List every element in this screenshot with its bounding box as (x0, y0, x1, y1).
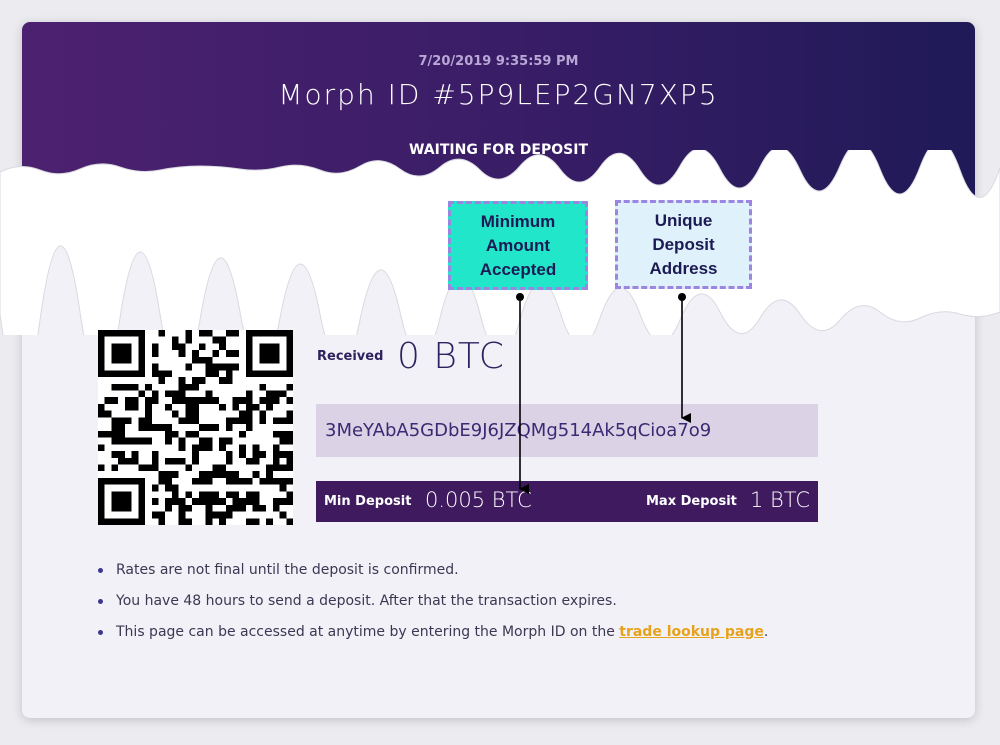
notes-list: Rates are not final until the deposit is… (98, 560, 898, 653)
note-text-suffix: . (763, 624, 769, 640)
list-item: Rates are not final until the deposit is… (98, 560, 898, 591)
received-label: Received (317, 349, 384, 364)
status-label: WAITING FOR DEPOSIT (408, 142, 588, 158)
callout-addr-line2: Deposit (652, 234, 715, 254)
callout-unique-address: Unique Deposit Address (615, 200, 752, 289)
max-deposit-label: Max Deposit (646, 494, 737, 509)
deposit-address[interactable]: 3MeYAbA5GDbE9J6JZQMg514Ak5qCioa7o9 (316, 404, 818, 457)
qr-code (98, 330, 293, 525)
callout-addr-line3: Address (649, 258, 718, 278)
bullet-icon (98, 599, 103, 604)
callout-addr-line1: Unique (654, 210, 713, 230)
trade-lookup-link[interactable]: trade lookup page (619, 624, 764, 640)
trade-timestamp: 7/20/2019 9:35:59 PM (418, 54, 579, 69)
min-deposit-value: 0.005 BTC (425, 488, 532, 512)
max-deposit-value: 1 BTC (750, 488, 811, 512)
note-text: Rates are not final until the deposit is… (116, 562, 459, 578)
note-text: You have 48 hours to send a deposit. Aft… (116, 593, 617, 609)
callout-min-line2: Amount (485, 235, 551, 255)
list-item: You have 48 hours to send a deposit. Aft… (98, 591, 898, 622)
callout-minimum-amount: Minimum Amount Accepted (448, 201, 588, 290)
callout-min-line3: Accepted (479, 259, 557, 279)
morph-id-title: Morph ID #5P9LEP2GN7XP5 (278, 78, 719, 111)
callout-min-line1: Minimum (480, 211, 556, 231)
bullet-icon (98, 568, 103, 573)
received-value: 0 BTC (397, 336, 505, 377)
note-text: This page can be accessed at anytime by … (116, 624, 620, 640)
deposit-limits-bar: Min Deposit 0.005 BTC Max Deposit 1 BTC (316, 481, 818, 522)
bullet-icon (98, 630, 103, 635)
list-item: This page can be accessed at anytime by … (98, 622, 898, 653)
min-deposit-label: Min Deposit (324, 494, 412, 509)
